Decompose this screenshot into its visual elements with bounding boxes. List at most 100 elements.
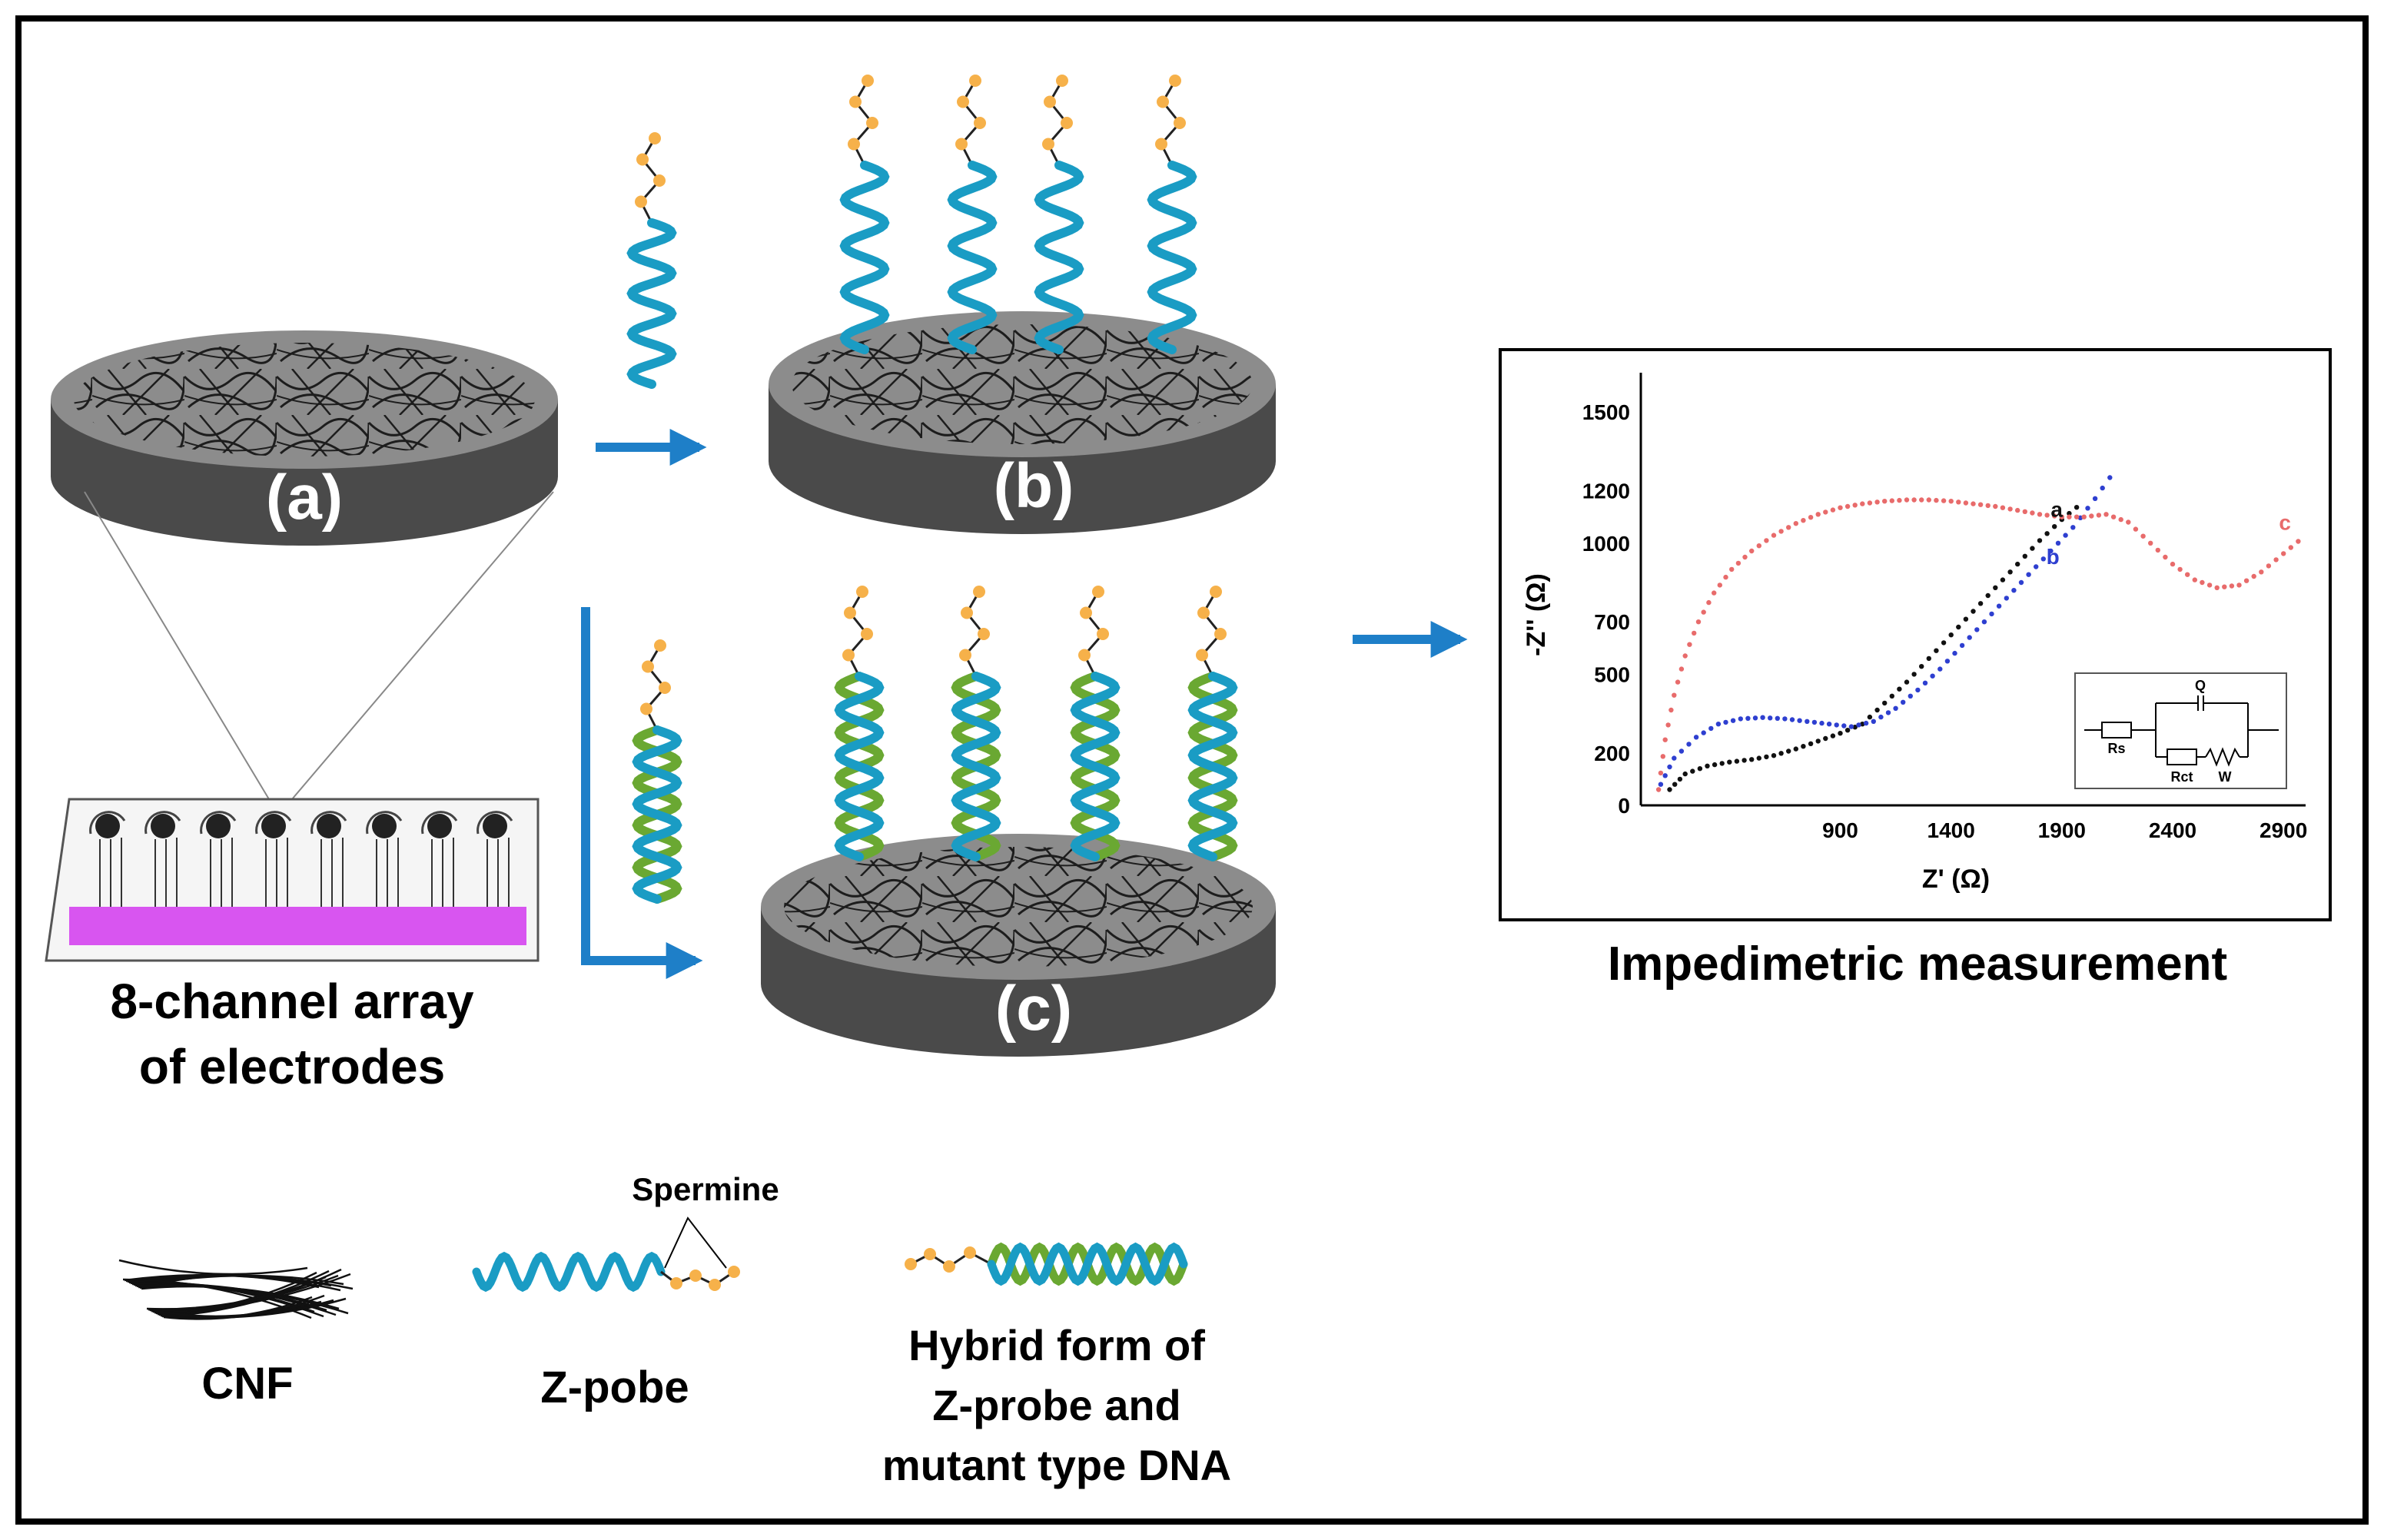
data-point [1723,719,1728,725]
data-point [1734,758,1740,764]
data-point [2074,505,2080,510]
data-point [1693,735,1699,740]
data-point [2074,514,2080,519]
data-point [1941,498,1947,503]
free-hybrid [632,725,682,904]
spermine-dot [1155,138,1167,151]
data-point [2030,510,2035,516]
data-point [1848,724,1854,729]
data-point [2288,545,2293,550]
legend-hybrid-line2: Z-probe and [932,1381,1181,1429]
data-point [1662,737,1668,742]
data-point [1719,761,1725,766]
spermine-dot [856,586,868,598]
series-a [1667,505,2080,792]
electrode-b: (b) [769,75,1276,534]
data-point [2026,572,2031,577]
spermine-dot [862,75,874,87]
data-point [2118,516,2123,523]
data-point [2163,554,2168,560]
array-working-electrode [483,814,507,838]
array-counter-electrode [476,811,513,835]
x-tick-label: 1900 [2038,818,2086,842]
data-point [1956,624,1961,630]
data-point [1745,715,1751,721]
warburg-element [2205,747,2240,767]
data-point [1782,716,1788,722]
data-point [1756,755,1761,761]
array-counter-electrode [366,811,403,835]
data-point [1930,673,1935,679]
data-point [1697,766,1703,772]
array-working-electrode [427,814,452,838]
data-point [1971,501,1976,506]
data-point [2133,526,2139,532]
zprobe-icon [472,1251,740,1293]
spermine-dot [654,639,666,652]
data-point [1852,725,1858,730]
data-point [1989,611,1994,617]
data-point [2185,572,2190,577]
data-point [2011,588,2017,593]
data-point [2085,506,2090,511]
spermine-dot [642,660,654,673]
data-point [1922,680,1928,685]
data-point [1959,642,1965,649]
data-point [2067,514,2072,519]
bound-hybrid-2 [951,672,1001,861]
legend-hybrid: Hybrid form of Z-probe and mutant type D… [882,1242,1231,1489]
spermine-pointer [664,1216,727,1269]
series-label-c: c [2279,511,2291,535]
data-point [1874,500,1880,505]
series-label-b: b [2047,545,2060,569]
bound-zprobe-4 [1147,161,1197,354]
data-point [1911,672,1917,677]
data-point [1919,497,1924,503]
zprobe-strand [839,161,890,354]
data-point [2214,585,2220,590]
data-point [2259,569,2264,575]
data-point [1841,723,1847,729]
data-point [1993,503,1998,509]
bound-hybrid-3 [1070,672,1121,861]
data-point [1808,515,1814,520]
data-point [1730,718,1736,723]
data-point [2222,584,2227,589]
data-point [1856,722,1861,728]
data-point [1672,692,1677,698]
data-point [1826,722,1832,727]
data-point [1889,498,1894,503]
array-working-electrode [261,814,286,838]
array-working-electrode [151,814,175,838]
data-point [2096,513,2102,518]
data-point [1838,505,1843,510]
array-working-electrode [317,814,341,838]
legend-hybrid-line3: mutant type DNA [882,1441,1231,1489]
data-point [1805,719,1810,724]
data-point [1834,722,1839,728]
cnf-fiber [131,1283,349,1315]
data-point [2081,514,2087,519]
zprobe-strand [987,1242,1188,1286]
spermine-dot [659,682,671,694]
zprobe-strand [947,161,998,354]
data-point [2107,475,2113,480]
inset-q-label: Q [2195,678,2206,693]
data-point [1926,655,1931,662]
hybrid-icon [905,1242,1188,1286]
cnf-fiber-icon [118,1259,354,1320]
data-point [1712,762,1718,768]
zprobe-strand [632,725,682,904]
data-point [1901,699,1906,705]
spermine-dot [955,138,968,151]
data-point [1768,715,1773,721]
x-tick-label: 900 [1822,818,1858,842]
spermine-dot [1174,117,1186,129]
spermine-dot [670,1277,682,1289]
data-point [1738,716,1743,722]
data-point [1893,705,1898,711]
data-point [1908,693,1913,699]
data-point [2067,510,2072,516]
data-point [1934,648,1939,653]
